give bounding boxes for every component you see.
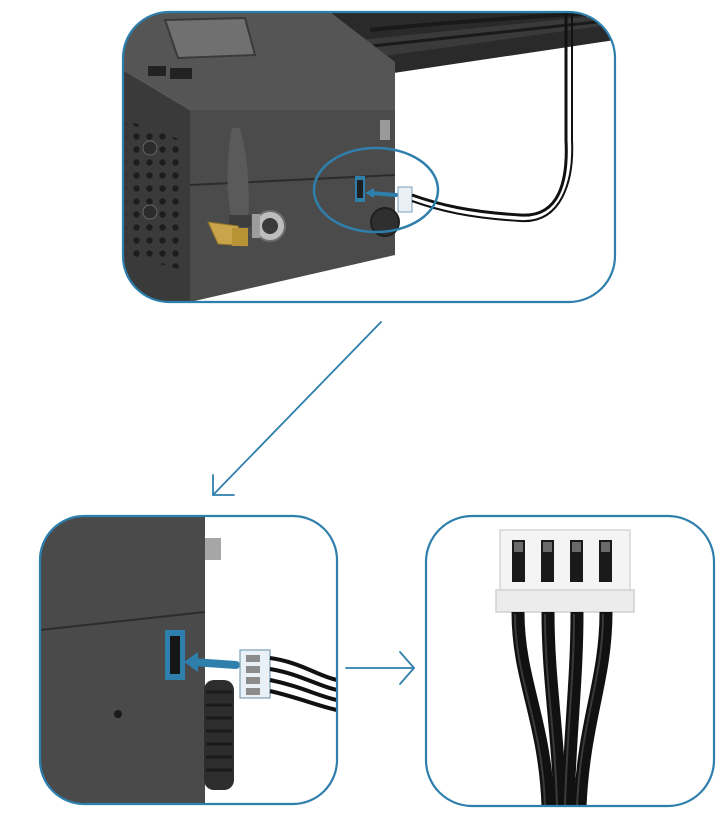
wires (511, 611, 613, 806)
wires (269, 656, 337, 712)
highlight-ellipse (312, 146, 440, 234)
antenna (207, 128, 251, 247)
connector-pins (512, 540, 612, 582)
side-pin (205, 538, 221, 560)
vent-holes (126, 120, 182, 270)
connector (495, 529, 635, 613)
mount-hole (114, 710, 122, 718)
connector (239, 649, 271, 699)
lcd-screen (163, 16, 257, 60)
screw-icon (142, 204, 158, 220)
module-housing (40, 516, 205, 804)
port-detail-panel (38, 514, 339, 806)
button-b (170, 68, 192, 79)
connector-closeup-panel (424, 514, 716, 808)
connector (397, 186, 413, 213)
adjust-knob (370, 207, 400, 237)
fan-cable (411, 12, 568, 217)
button-a (148, 66, 166, 76)
zoom-arrow (212, 321, 382, 496)
side-pin (380, 120, 390, 140)
air-fitting (252, 210, 286, 242)
closeup-arrow (345, 651, 415, 685)
adjust-knob (204, 680, 234, 790)
overview-panel (121, 10, 617, 304)
screw-icon (142, 140, 158, 156)
rail (330, 12, 615, 78)
